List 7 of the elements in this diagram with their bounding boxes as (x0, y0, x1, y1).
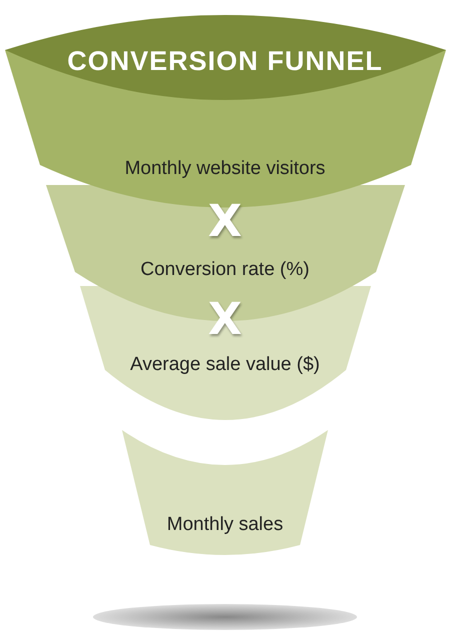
band-label: Monthly website visitors (124, 157, 326, 181)
band-label: Monthly sales (166, 513, 284, 537)
multiply-sign: X (208, 298, 242, 342)
band-label: Conversion rate (%) (140, 258, 310, 282)
multiply-sign: X (208, 200, 242, 244)
funnel-title: CONVERSION FUNNEL (67, 45, 383, 77)
band-label: Average sale value ($) (130, 353, 320, 377)
